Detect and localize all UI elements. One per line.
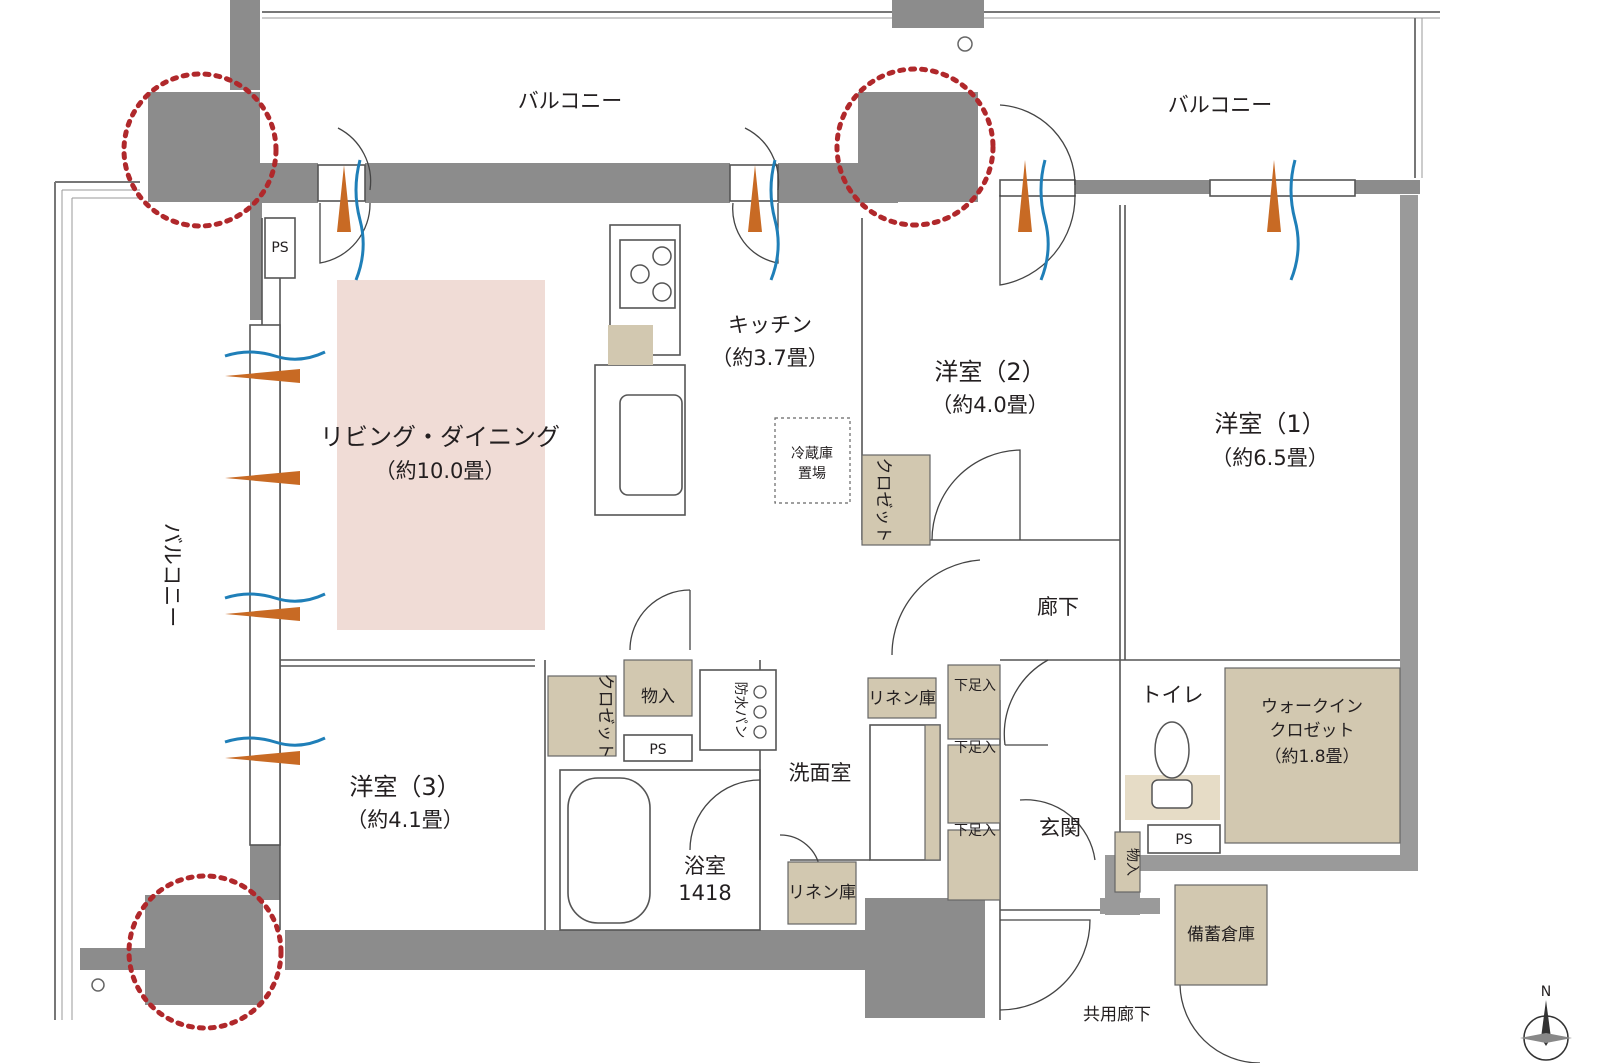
room3-area: （約4.1畳） [346, 808, 463, 832]
kitchen-cabinet [608, 325, 653, 365]
ps-toilet-label: PS [1175, 832, 1192, 848]
fridge-space [774, 417, 851, 504]
waterproof-pan-label: 防水パン [732, 682, 748, 739]
room3-name: 洋室（3） [349, 773, 460, 801]
living-dining-highlight [337, 280, 545, 630]
stockroom-box [1174, 884, 1268, 986]
living-name: リビング・ダイニング [320, 423, 560, 451]
fridge-label-2: 置場 [798, 466, 826, 482]
balcony-railings [54, 11, 1440, 1020]
wic-label-2: クロゼット [1270, 721, 1355, 741]
shoe-label-2: 下足入 [954, 740, 996, 756]
ps-box-top-left [264, 217, 296, 279]
washer-pan-icon [699, 669, 777, 751]
walk-in-closet [1224, 667, 1401, 844]
pillar-top-center [834, 66, 996, 228]
kitchen-name: キッチン [728, 313, 812, 337]
storage-entrance-box [1114, 831, 1141, 893]
bath-size: 1418 [678, 881, 731, 905]
bathtub-icon [567, 777, 651, 924]
storage-box [623, 659, 693, 717]
balcony-top-left-label: バルコニー [518, 89, 623, 113]
pillar-top-left [121, 71, 279, 229]
door-swings [319, 104, 1261, 1063]
corridor-label: 廊下 [1037, 595, 1079, 619]
room1-name: 洋室（1） [1214, 410, 1325, 438]
fridge-label-1: 冷蔵庫 [791, 445, 833, 462]
closet-room3 [547, 675, 617, 757]
washroom-label: 洗面室 [789, 761, 852, 785]
entrance-label: 玄関 [1039, 816, 1081, 840]
living-area: （約10.0畳） [375, 459, 506, 483]
linen-bottom-box [787, 861, 857, 925]
wic-label-1: ウォークイン [1261, 697, 1363, 717]
linen-bottom-label: リネン庫 [788, 883, 856, 903]
wind-arrow-icon [224, 159, 1300, 765]
shoe-box-3 [947, 829, 1001, 901]
shoe-box-1 [947, 664, 1001, 740]
closet-room3-label: クロゼット [595, 674, 615, 759]
walls [80, 0, 1420, 1018]
kitchen-area: （約3.7畳） [711, 346, 828, 370]
balcony-left-label: バルコニー [160, 523, 184, 628]
ps-middle-label: PS [649, 742, 666, 758]
storage-entrance-label: 物入 [1124, 848, 1140, 876]
linen-top-label: リネン庫 [868, 689, 936, 709]
shoe-label-3: 下足入 [954, 823, 996, 839]
compass-n: N [1541, 984, 1551, 1000]
storage-label: 物入 [641, 687, 675, 707]
shoe-label-1: 下足入 [954, 678, 996, 694]
stove-icon [619, 239, 676, 309]
room2-area: （約4.0畳） [931, 393, 1048, 417]
bath-name: 浴室 [684, 854, 726, 878]
common-corridor-label: 共用廊下 [1083, 1005, 1151, 1025]
shoe-box-2 [947, 744, 1001, 824]
closet-room2 [861, 454, 931, 546]
stockroom-label: 備蓄倉庫 [1187, 925, 1255, 945]
compass-icon: N [1520, 984, 1572, 1061]
pillar-bottom-left [126, 873, 284, 1031]
balcony-top-right-label: バルコニー [1168, 93, 1273, 117]
wic-area-label: （約1.8畳） [1264, 747, 1359, 767]
linen-top-box [867, 677, 937, 719]
room1-area: （約6.5畳） [1211, 446, 1328, 470]
closet-vertical-label: クロゼット [873, 458, 893, 543]
ps-top-left-label: PS [271, 240, 288, 256]
ps-box-toilet [1147, 824, 1221, 854]
toilet-label: トイレ [1141, 683, 1204, 707]
toilet-icon [1151, 721, 1193, 809]
sink-icon [619, 394, 683, 496]
room-labels: バルコニー バルコニー バルコニー PS リビング・ダイニング （約10.0畳）… [160, 89, 1363, 1025]
ps-box-middle [623, 734, 693, 762]
room2-name: 洋室（2） [934, 358, 1045, 386]
